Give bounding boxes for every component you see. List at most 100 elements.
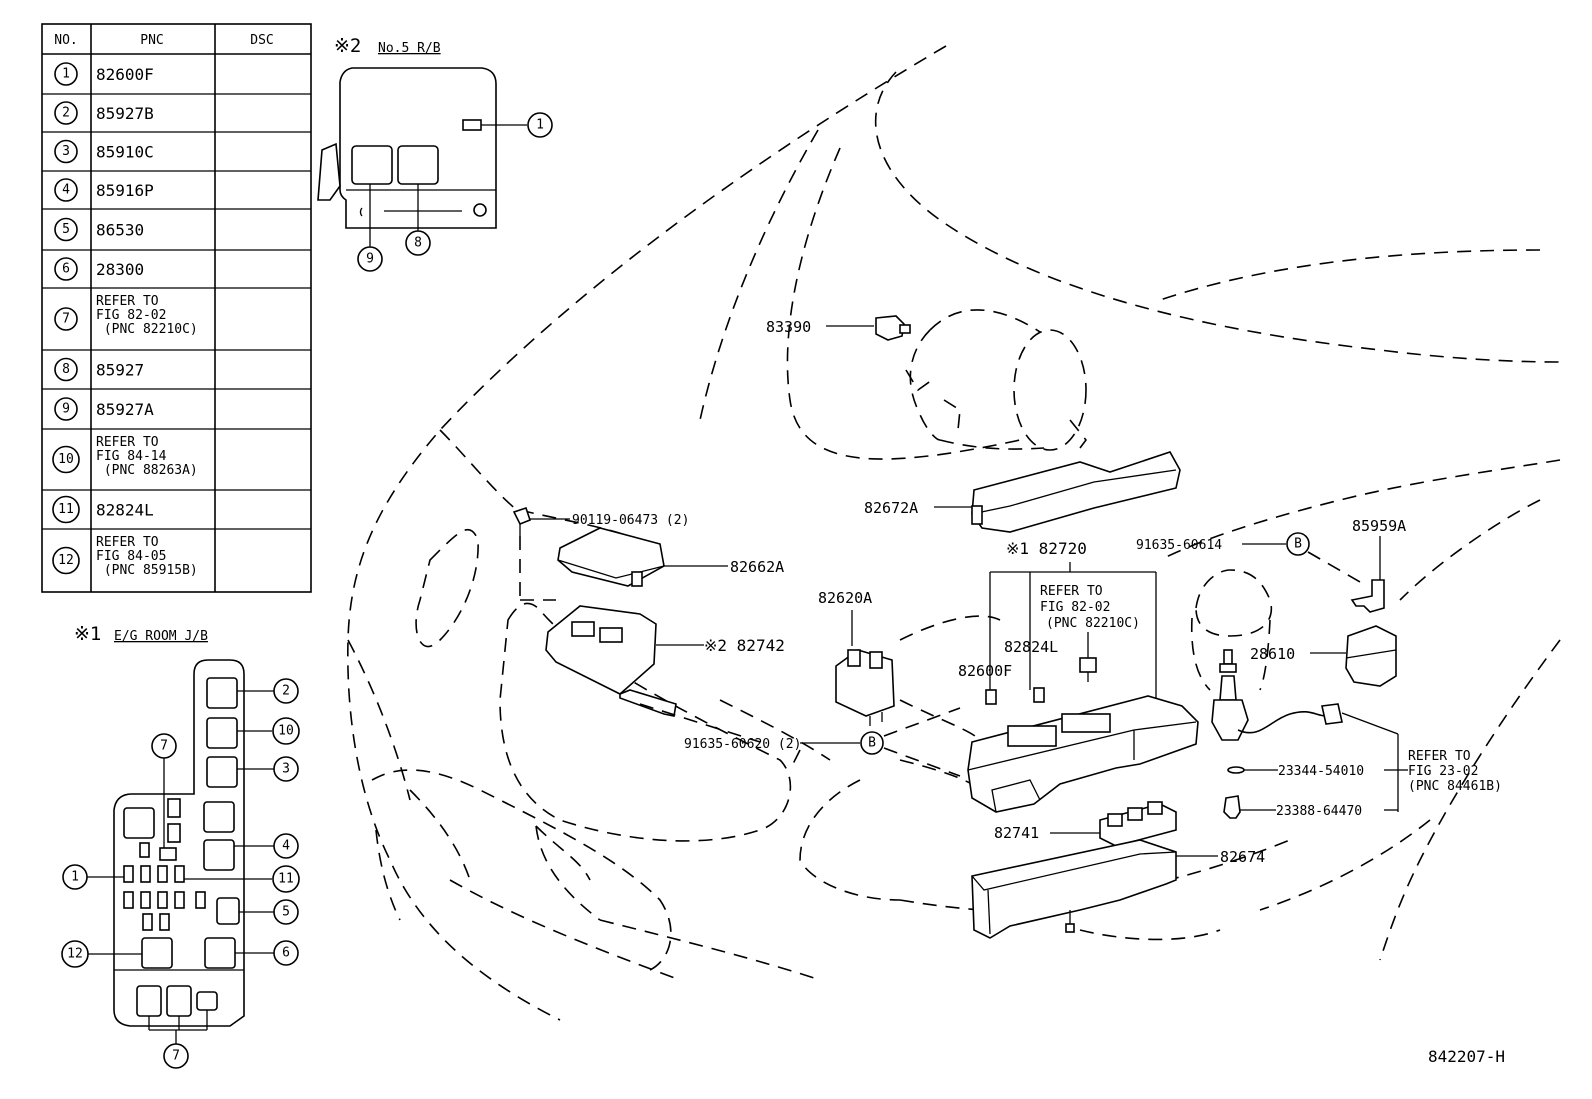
part-horn-socket xyxy=(1190,569,1408,812)
label-82662A: 82662A xyxy=(730,558,784,576)
row-number-circle xyxy=(54,217,78,242)
row-pnc: 82824L xyxy=(96,501,154,520)
callout-b-left: B xyxy=(868,736,876,751)
row-pnc-line: (PNC 82210C) xyxy=(96,322,198,337)
label-ref-8202-line2: FIG 82-02 xyxy=(1040,600,1110,615)
row-pnc-line: REFER TO xyxy=(96,294,159,309)
label-85959A: 85959A xyxy=(1352,517,1406,535)
inset-jb-callout-7-top: 7 xyxy=(160,739,168,754)
row-number: 2 xyxy=(62,106,70,121)
part-82620A-relay: 82620A xyxy=(818,589,895,726)
label-ref-8202-line3: (PNC 82210C) xyxy=(1046,616,1140,631)
inset-jb-callout-10: 10 xyxy=(278,724,294,739)
figure-id: 842207-H xyxy=(1428,1047,1505,1066)
inset-jb-mark: ※1 xyxy=(74,623,101,645)
row-pnc: 82600F xyxy=(96,65,154,84)
inset-rb-mark: ※2 xyxy=(334,35,361,57)
row-number-circle xyxy=(54,357,78,382)
inset-jb-callout-6: 6 xyxy=(282,946,290,961)
part-83390-sensor: 83390 xyxy=(766,315,911,341)
row-number-circle xyxy=(54,257,78,281)
cylinder-phantom xyxy=(905,309,1088,451)
row-number-circle xyxy=(52,445,80,474)
row-number: 8 xyxy=(62,362,70,377)
label-28610: 28610 xyxy=(1250,645,1295,663)
inset-rb-title: No.5 R/B xyxy=(378,41,441,56)
label-83390: 83390 xyxy=(766,318,811,336)
row-pnc-line: FIG 84-05 xyxy=(96,549,166,564)
row-number: 7 xyxy=(62,312,70,327)
label-ref-2302-line3: (PNC 84461B) xyxy=(1408,779,1502,794)
vehicle-outline xyxy=(347,45,1561,1021)
part-82720-junction-block: ※1 82720 REFER TO FIG 82-02 (PNC 82210C)… xyxy=(958,539,1199,813)
table-row: 1 82600F xyxy=(54,62,154,86)
label-ref-2302-line2: FIG 23-02 xyxy=(1408,764,1478,779)
table-header-pnc: PNC xyxy=(140,33,163,48)
row-number: 4 xyxy=(62,183,70,198)
inset-jb-callout-2: 2 xyxy=(282,684,290,699)
label-82742: ※2 82742 xyxy=(704,636,785,655)
part-23344-23388: 23344-54010 23388-64470 REFER TO FIG 23-… xyxy=(1223,749,1502,819)
part-82672A-cover: 82672A xyxy=(864,451,1181,533)
row-pnc-line: (PNC 88263A) xyxy=(96,463,198,478)
row-pnc-line: REFER TO xyxy=(96,535,159,550)
label-23388-64470: 23388-64470 xyxy=(1276,804,1362,819)
inset-junction-block: ※1 E/G ROOM J/B xyxy=(61,623,300,1069)
label-91635-60620: 91635-60620 (2) xyxy=(684,737,801,752)
row-number: 11 xyxy=(58,502,74,517)
label-ref-8202-line1: REFER TO xyxy=(1040,584,1103,599)
part-82674-lower-case: 82674 xyxy=(971,839,1265,939)
part-82742-relay-block: ※2 82742 xyxy=(519,536,785,743)
inset-jb-callout-7-bottom: 7 xyxy=(172,1049,180,1064)
row-number-circle xyxy=(54,307,78,331)
row-number: 6 xyxy=(62,262,70,277)
row-pnc: 85927A xyxy=(96,400,154,419)
inset-jb-title: E/G ROOM J/B xyxy=(114,629,208,644)
row-pnc-line: FIG 84-14 xyxy=(96,449,167,464)
part-90119-bolt: 90119-06473 (2) xyxy=(512,506,689,536)
row-pnc-line: FIG 82-02 xyxy=(96,308,166,323)
table-row: 8 85927 xyxy=(54,357,144,382)
row-pnc: 85916P xyxy=(96,181,154,200)
inset-rb-callout-1: 1 xyxy=(536,118,544,133)
label-82600F: 82600F xyxy=(958,662,1012,680)
label-82672A: 82672A xyxy=(864,499,918,517)
row-number-circle xyxy=(52,546,80,575)
row-number-circle xyxy=(54,101,78,125)
inset-jb-callout-12: 12 xyxy=(67,947,83,962)
table-row: 11 82824L xyxy=(52,495,154,524)
label-23344-54010: 23344-54010 xyxy=(1278,764,1364,779)
inset-jb-callout-3: 3 xyxy=(282,762,290,777)
row-number-circle xyxy=(52,495,80,524)
label-82720: ※1 82720 xyxy=(1006,539,1087,558)
table-row: 4 85916P xyxy=(54,178,154,202)
row-pnc-line: REFER TO xyxy=(96,435,159,450)
row-number: 5 xyxy=(62,222,70,237)
row-number: 1 xyxy=(62,67,70,82)
label-82674: 82674 xyxy=(1220,848,1265,866)
inset-jb-callout-1: 1 xyxy=(71,870,79,885)
part-82741: 82741 xyxy=(994,801,1177,847)
row-number-circle xyxy=(54,178,78,202)
table-header-dsc: DSC xyxy=(250,33,273,48)
row-pnc-line: (PNC 85915B) xyxy=(96,563,198,578)
row-number-circle xyxy=(54,397,78,421)
label-82620A: 82620A xyxy=(818,589,872,607)
inset-jb-callout-11: 11 xyxy=(278,872,294,887)
row-pnc: 85927B xyxy=(96,104,154,123)
row-number: 9 xyxy=(62,402,70,417)
label-ref-2302-line1: REFER TO xyxy=(1408,749,1471,764)
callout-b-right: B xyxy=(1294,537,1302,552)
inset-relay-block: ※2 No.5 R/B 1 9 8 xyxy=(317,35,553,272)
row-number: 3 xyxy=(62,144,70,159)
inset-rb-callout-9: 9 xyxy=(366,252,374,267)
table-header-no: NO. xyxy=(54,33,77,48)
row-pnc: 85927 xyxy=(96,361,144,380)
row-number: 12 xyxy=(58,553,74,568)
